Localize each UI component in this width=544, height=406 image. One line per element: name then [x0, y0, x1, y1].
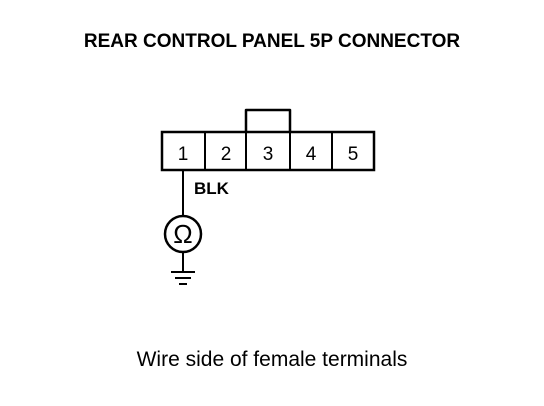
terminal-label: 3: [263, 144, 274, 165]
terminal-label: 2: [221, 144, 232, 165]
ohm-symbol: Ω: [173, 219, 192, 249]
ground-icon: [171, 271, 195, 285]
terminal-label: 4: [306, 144, 317, 165]
wire-color-label: BLK: [194, 179, 230, 198]
connector-body: [160, 130, 376, 172]
diagram-caption: Wire side of female terminals: [136, 348, 408, 371]
connector-lock-tab: [244, 108, 292, 132]
terminal-label: 5: [348, 144, 359, 165]
ohmmeter-icon: Ω: [163, 214, 203, 254]
terminal-label: 1: [178, 144, 189, 165]
diagram-title: REAR CONTROL PANEL 5P CONNECTOR: [83, 31, 461, 52]
terminal-dividers: [204, 132, 333, 170]
